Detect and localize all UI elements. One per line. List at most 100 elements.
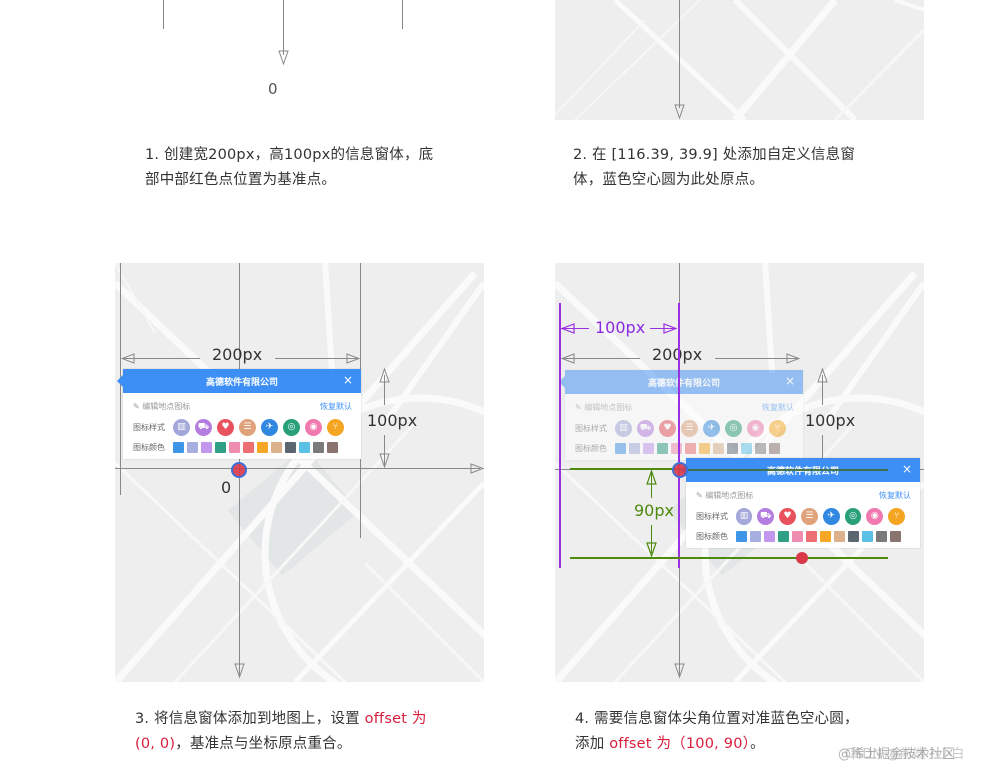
cart-icon[interactable]: ⛟ bbox=[757, 508, 775, 525]
color-swatch[interactable] bbox=[615, 443, 626, 454]
edit-row: ✎ 编辑地点图标 恢复默认 bbox=[686, 482, 920, 505]
color-swatch[interactable] bbox=[876, 531, 887, 542]
heart-icon[interactable]: ♥ bbox=[659, 420, 676, 437]
offset-x-arrow-right-icon bbox=[663, 323, 677, 334]
camera-icon[interactable]: ◉ bbox=[866, 508, 884, 525]
camera-icon[interactable]: ◉ bbox=[747, 420, 764, 437]
heart-icon[interactable]: ♥ bbox=[217, 419, 234, 436]
color-swatch[interactable] bbox=[727, 443, 738, 454]
x-axis-arrow-icon bbox=[470, 463, 484, 474]
height-dim-line-top bbox=[822, 375, 823, 405]
offset-y-top-line-overlay bbox=[686, 469, 888, 471]
y-axis-arrow-icon bbox=[278, 50, 289, 66]
color-swatch[interactable] bbox=[685, 443, 696, 454]
edit-icon-button[interactable]: ✎ 编辑地点图标 bbox=[696, 491, 754, 500]
color-swatch[interactable] bbox=[327, 442, 338, 453]
width-dim-line-right bbox=[715, 358, 798, 359]
color-swatch[interactable] bbox=[173, 442, 184, 453]
edit-icon-button[interactable]: ✎ 编辑地点图标 bbox=[133, 402, 191, 411]
color-swatch[interactable] bbox=[834, 531, 845, 542]
building-icon[interactable]: ▥ bbox=[615, 420, 632, 437]
color-swatch[interactable] bbox=[643, 443, 654, 454]
y-axis-line bbox=[283, 0, 284, 55]
close-icon[interactable]: × bbox=[342, 373, 353, 387]
close-icon[interactable]: × bbox=[784, 374, 795, 388]
color-swatch[interactable] bbox=[862, 531, 873, 542]
step4-caption: 4. 需要信息窗体尖角位置对准蓝色空心圆， 添加 offset 为（100, 9… bbox=[575, 711, 859, 752]
icon-color-row: 图标颜色 bbox=[565, 440, 803, 460]
restaurant-icon[interactable]: ☰ bbox=[239, 419, 256, 436]
color-swatch[interactable] bbox=[313, 442, 324, 453]
reset-default-link[interactable]: 恢复默认 bbox=[879, 491, 911, 500]
width-dim-arrow-left-icon bbox=[561, 353, 575, 364]
color-swatch[interactable] bbox=[271, 442, 282, 453]
color-swatch[interactable] bbox=[769, 443, 780, 454]
watermark-b: CSDN @前端小小白 bbox=[845, 747, 965, 762]
icon-style-row: 图标样式 ▥ ⛟ ♥ ☰ ✈ ◎ ◉ ⑂ bbox=[686, 505, 920, 528]
building-icon[interactable]: ▥ bbox=[735, 508, 753, 525]
edit-icon-button[interactable]: ✎ 编辑地点图标 bbox=[575, 403, 633, 412]
color-swatch[interactable] bbox=[699, 443, 710, 454]
pencil-icon: ✎ bbox=[575, 403, 582, 412]
reset-default-link[interactable]: 恢复默认 bbox=[762, 403, 794, 412]
close-icon[interactable]: × bbox=[901, 462, 912, 476]
color-swatch[interactable] bbox=[215, 442, 226, 453]
plane-icon[interactable]: ✈ bbox=[822, 508, 840, 525]
building-icon[interactable]: ▥ bbox=[173, 419, 190, 436]
color-swatch[interactable] bbox=[792, 531, 803, 542]
food-icon[interactable]: ⑂ bbox=[888, 508, 906, 525]
color-swatch[interactable] bbox=[671, 443, 682, 454]
color-swatch[interactable] bbox=[299, 442, 310, 453]
plane-icon[interactable]: ✈ bbox=[261, 419, 278, 436]
color-swatch[interactable] bbox=[713, 443, 724, 454]
icon-style-row: 图标样式 ▥ ⛟ ♥ ☰ ✈ ◎ ◉ ⑂ bbox=[565, 417, 803, 440]
offset-y-bottom-line bbox=[570, 557, 888, 559]
restaurant-icon[interactable]: ☰ bbox=[681, 420, 698, 437]
offset-x-dim-line-left bbox=[561, 328, 589, 329]
origin-label: 0 bbox=[268, 80, 278, 98]
map-view-step3: 200px 100px 高德软件有限公司 × ✎ 编辑地点图标 恢复默认 图标样… bbox=[115, 263, 484, 682]
color-swatch[interactable] bbox=[764, 531, 775, 542]
color-swatch[interactable] bbox=[285, 442, 296, 453]
color-swatch[interactable] bbox=[201, 442, 212, 453]
reset-default-link[interactable]: 恢复默认 bbox=[320, 402, 352, 411]
step1-caption: 1. 创建宽200px，高100px的信息窗体，底 部中部红色点位置为基准点。 bbox=[145, 147, 434, 188]
color-swatch[interactable] bbox=[778, 531, 789, 542]
food-icon[interactable]: ⑂ bbox=[769, 420, 786, 437]
color-swatch[interactable] bbox=[187, 442, 198, 453]
info-window-title: 高德软件有限公司 bbox=[766, 466, 839, 477]
info-window-original: 高德软件有限公司 × ✎ 编辑地点图标 恢复默认 图标样式 ▥ ⛟ ♥ ☰ ✈ … bbox=[559, 370, 803, 460]
station-icon[interactable]: ◎ bbox=[844, 508, 862, 525]
heart-icon[interactable]: ♥ bbox=[779, 508, 796, 525]
color-swatch[interactable] bbox=[657, 443, 668, 454]
cart-icon[interactable]: ⛟ bbox=[195, 419, 212, 436]
height-dim-arrow-up-icon bbox=[817, 368, 828, 383]
station-icon[interactable]: ◎ bbox=[725, 420, 742, 437]
color-swatch[interactable] bbox=[736, 531, 747, 542]
window-left-edge bbox=[163, 0, 164, 29]
color-swatch[interactable] bbox=[629, 443, 640, 454]
height-label: 100px bbox=[805, 411, 856, 430]
color-swatch[interactable] bbox=[229, 442, 240, 453]
color-swatch[interactable] bbox=[806, 531, 817, 542]
cart-icon[interactable]: ⛟ bbox=[637, 420, 654, 437]
y-axis-arrow-icon bbox=[674, 663, 685, 679]
restaurant-icon[interactable]: ☰ bbox=[800, 508, 818, 525]
color-swatch[interactable] bbox=[755, 443, 766, 454]
food-icon[interactable]: ⑂ bbox=[327, 419, 344, 436]
color-swatch[interactable] bbox=[750, 531, 761, 542]
station-icon[interactable]: ◎ bbox=[283, 419, 300, 436]
color-swatch[interactable] bbox=[820, 531, 831, 542]
camera-icon[interactable]: ◉ bbox=[305, 419, 322, 436]
offset-y-dim-line-bottom bbox=[651, 525, 652, 553]
plane-icon[interactable]: ✈ bbox=[703, 420, 720, 437]
x-axis-line bbox=[115, 468, 480, 469]
info-window-header: 高德软件有限公司 × bbox=[559, 370, 803, 394]
color-swatch[interactable] bbox=[243, 442, 254, 453]
color-swatch[interactable] bbox=[848, 531, 859, 542]
color-swatch[interactable] bbox=[741, 443, 752, 454]
color-swatch[interactable] bbox=[257, 442, 268, 453]
map-roads bbox=[555, 0, 924, 120]
color-swatch[interactable] bbox=[890, 531, 901, 542]
map-roads bbox=[115, 263, 484, 682]
